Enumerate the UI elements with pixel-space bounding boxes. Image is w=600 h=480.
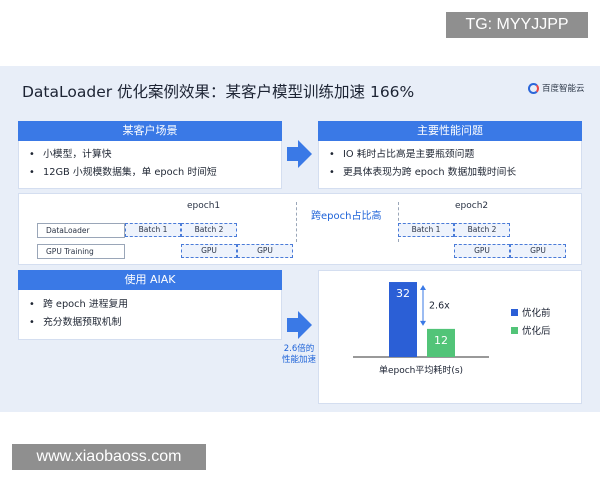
bar-value-label: 12 (434, 334, 448, 347)
epoch-divider-right (398, 202, 399, 242)
ratio-arrow-down-icon (420, 320, 426, 326)
scenario-bullet: 小模型，计算快 (19, 146, 281, 164)
batch-segment: Batch 1 (398, 223, 454, 237)
cross-epoch-label: 跨epoch占比高 (311, 211, 382, 222)
speedup-label-line1: 2.6倍的 (283, 344, 315, 354)
solution-box: 跨 epoch 进程复用 充分数据预取机制 (18, 290, 282, 340)
legend-label: 优化前 (522, 307, 551, 319)
brand-logo: 百度智能云 (528, 82, 585, 94)
gpu-segment: GPU (181, 244, 237, 258)
problem-header: 主要性能问题 (318, 121, 582, 141)
watermark-top: TG: MYYJJPP (446, 12, 588, 38)
speedup-label-line2: 性能加速 (281, 355, 316, 365)
legend-label: 优化后 (522, 325, 551, 337)
scenario-bullet: 12GB 小规模数据集，单 epoch 时间短 (19, 164, 281, 182)
ratio-arrow-up-icon (420, 285, 426, 291)
bar-before (389, 282, 417, 357)
slide-title: DataLoader 优化案例效果：某客户模型训练加速 166% (22, 83, 415, 101)
watermark-bottom: www.xiaobaoss.com (12, 444, 206, 470)
solution-bullet: 跨 epoch 进程复用 (19, 296, 281, 314)
speedup-label: 2.6倍的 性能加速 (278, 344, 320, 366)
solution-bullet: 充分数据预取机制 (19, 314, 281, 332)
row-label-dataloader: DataLoader (37, 223, 125, 238)
brand-logo-text: 百度智能云 (542, 84, 585, 94)
chart-panel: 32 12 2.6x 单epoch平均耗时(s) 优化前优化后 (318, 270, 582, 404)
gpu-segment: GPU (510, 244, 566, 258)
gpu-segment: GPU (454, 244, 510, 258)
batch-segment: Batch 2 (454, 223, 510, 237)
solution-header: 使用 AIAK (18, 270, 282, 290)
slide: DataLoader 优化案例效果：某客户模型训练加速 166% 百度智能云 某… (0, 66, 600, 412)
row-label-gpu: GPU Training (37, 244, 125, 259)
batch-segment: Batch 2 (181, 223, 237, 237)
bar-after (427, 328, 455, 357)
epoch-timeline: epoch1 epoch2 跨epoch占比高 DataLoader GPU T… (18, 193, 582, 265)
problem-bullet: IO 耗时占比高是主要瓶颈问题 (319, 146, 581, 164)
x-axis-label: 单epoch平均耗时(s) (379, 364, 463, 376)
legend-swatch (511, 327, 518, 334)
epoch2-label: epoch2 (455, 201, 489, 211)
scenario-box: 小模型，计算快 12GB 小规模数据集，单 epoch 时间短 (18, 141, 282, 189)
cloud-logo-icon (528, 82, 539, 94)
batch-segment: Batch 1 (125, 223, 181, 237)
problem-box: IO 耗时占比高是主要瓶颈问题 更具体表现为跨 epoch 数据加载时间长 (318, 141, 582, 189)
scenario-header: 某客户场景 (18, 121, 282, 141)
legend-swatch (511, 309, 518, 316)
epoch-divider-left (296, 202, 297, 242)
problem-bullet: 更具体表现为跨 epoch 数据加载时间长 (319, 164, 581, 182)
bar-value-label: 32 (396, 287, 410, 300)
epoch1-label: epoch1 (187, 201, 221, 211)
ratio-label: 2.6x (429, 300, 450, 311)
gpu-segment: GPU (237, 244, 293, 258)
